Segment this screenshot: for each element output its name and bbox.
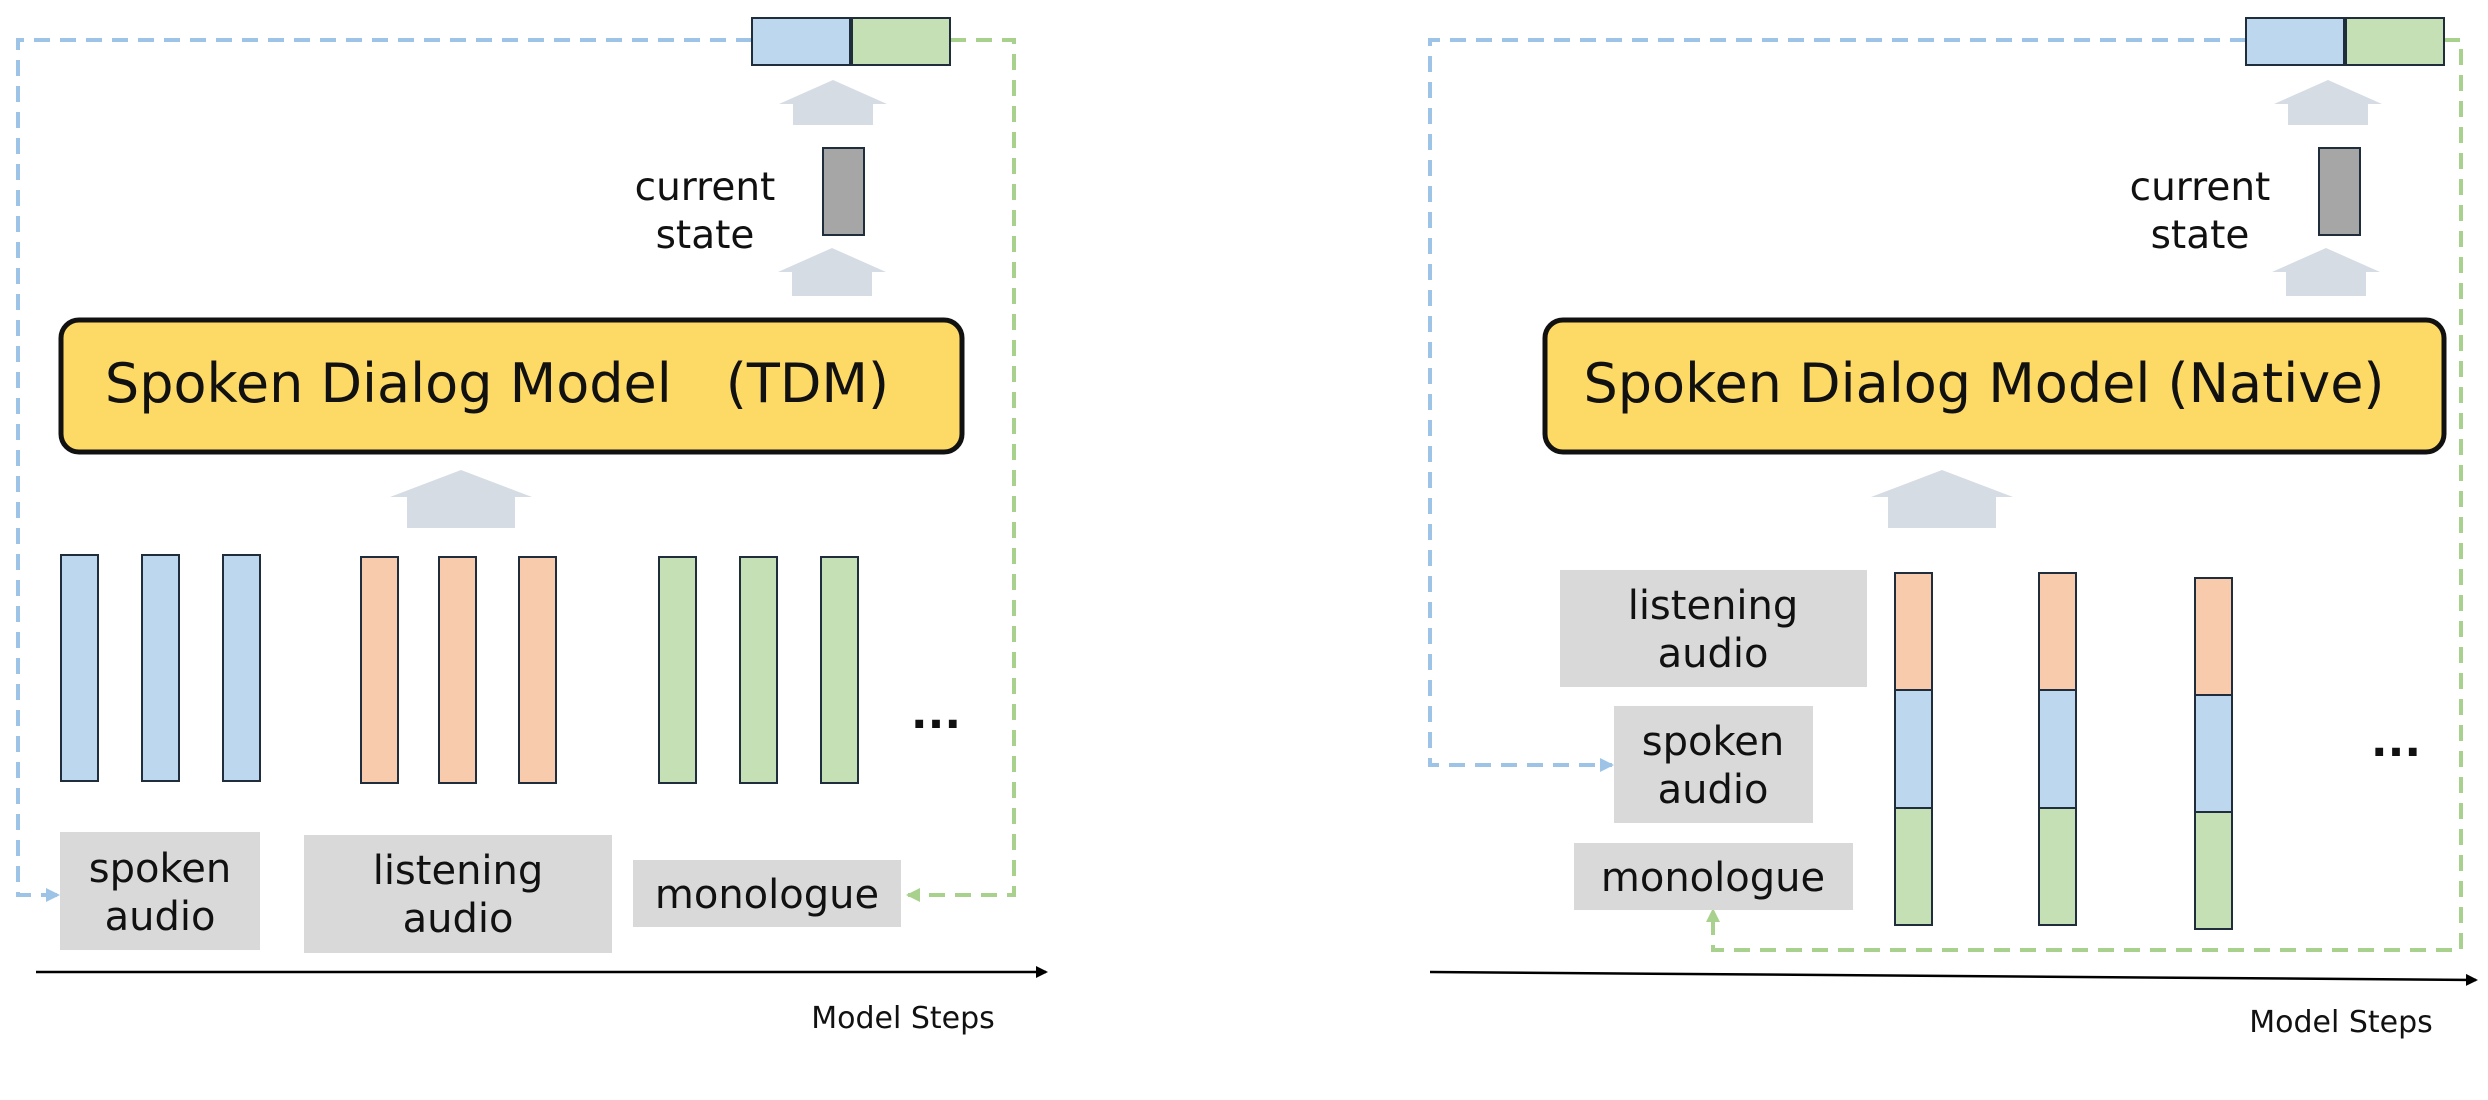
right-column-1-monologue-token <box>1894 807 1933 926</box>
left-token-green-1 <box>658 556 697 784</box>
left-output-token-green <box>851 17 951 66</box>
right-current-state-label-line2: state <box>2151 213 2250 258</box>
right-output-token-green <box>2345 17 2445 66</box>
right-column-3-spoken-token <box>2194 694 2233 813</box>
right-up-arrow-middle <box>2272 248 2380 296</box>
right-spoken-audio-label-line1: spoken <box>1642 719 1784 765</box>
left-spoken-feedback-line <box>16 38 752 902</box>
left-token-orange-2 <box>438 556 477 784</box>
left-up-arrow-top <box>779 80 887 125</box>
right-spoken-dialog-model-box <box>1542 317 2447 455</box>
right-up-arrow-top <box>2274 80 2382 125</box>
left-up-arrow-bottom <box>390 470 532 528</box>
left-listening-audio-label-box <box>304 835 612 953</box>
left-output-token-blue <box>751 17 851 66</box>
right-column-2-listening-token <box>2038 572 2077 691</box>
right-monologue-feedback-line <box>1706 38 2463 952</box>
right-output-token-blue <box>2245 17 2345 66</box>
left-model-steps-label: Model Steps <box>811 1001 995 1036</box>
right-column-1-spoken-token <box>1894 689 1933 809</box>
left-monologue-feedback-line <box>906 38 1016 902</box>
left-token-green-3 <box>820 556 859 784</box>
right-panel-native: current state Spoken Dialog Model (Nativ… <box>1428 17 2478 1040</box>
left-token-blue-2 <box>141 554 180 782</box>
right-spoken-feedback-line <box>1428 38 2246 772</box>
left-listening-audio-tokens <box>360 556 557 784</box>
left-token-orange-1 <box>360 556 399 784</box>
left-spoken-dialog-model-box <box>58 317 965 455</box>
right-monologue-label: monologue <box>1601 855 1825 901</box>
left-up-arrow-middle <box>778 248 886 296</box>
right-stacked-token-column-1 <box>1894 572 1933 926</box>
left-spoken-audio-label-line1: spoken <box>89 846 231 892</box>
right-model-steps-label: Model Steps <box>2249 1005 2433 1040</box>
right-spoken-dialog-model-label: Spoken Dialog Model (Native) <box>1584 352 2385 415</box>
right-stacked-token-column-3 <box>2194 577 2233 930</box>
left-current-state-label-line1: current <box>635 165 776 210</box>
left-spoken-audio-tokens <box>60 554 261 782</box>
left-token-blue-1 <box>60 554 99 782</box>
right-column-3-listening-token <box>2194 577 2233 696</box>
left-token-blue-3 <box>222 554 261 782</box>
right-column-2-monologue-token <box>2038 807 2077 926</box>
left-current-state-block <box>822 147 865 236</box>
right-monologue-label-box <box>1574 843 1853 910</box>
right-ellipsis: ... <box>2371 716 2421 767</box>
right-spoken-audio-label-box <box>1614 706 1813 823</box>
right-stacked-token-column-2 <box>2038 572 2077 926</box>
left-monologue-tokens <box>658 556 859 784</box>
right-column-3-monologue-token <box>2194 811 2233 930</box>
left-ellipsis: ... <box>911 688 961 739</box>
left-listening-audio-label-line2: audio <box>403 896 514 942</box>
left-listening-audio-label-line1: listening <box>373 848 544 894</box>
left-spoken-dialog-model-label: Spoken Dialog Model (TDM) <box>105 352 889 415</box>
right-model-steps-axis <box>1429 970 2478 986</box>
left-current-state-label-line2: state <box>656 213 755 258</box>
left-spoken-audio-label-line2: audio <box>105 894 216 940</box>
right-current-state-label-line1: current <box>2130 165 2271 210</box>
right-listening-audio-label-line2: audio <box>1658 631 1769 677</box>
right-listening-audio-label-box <box>1560 570 1867 687</box>
left-spoken-audio-label-box <box>60 832 260 950</box>
right-listening-audio-label-line1: listening <box>1628 583 1799 629</box>
right-up-arrow-bottom <box>1871 470 2013 528</box>
left-monologue-label: monologue <box>655 872 879 918</box>
right-column-2-spoken-token <box>2038 689 2077 809</box>
right-spoken-audio-label-line2: audio <box>1658 767 1769 813</box>
left-token-green-2 <box>739 556 778 784</box>
left-panel-tdm: current state Spoken Dialog Model (TDM) … <box>16 17 1048 1036</box>
right-current-state-block <box>2318 147 2361 236</box>
right-column-1-listening-token <box>1894 572 1933 691</box>
left-monologue-label-box <box>633 860 901 927</box>
left-token-orange-3 <box>518 556 557 784</box>
